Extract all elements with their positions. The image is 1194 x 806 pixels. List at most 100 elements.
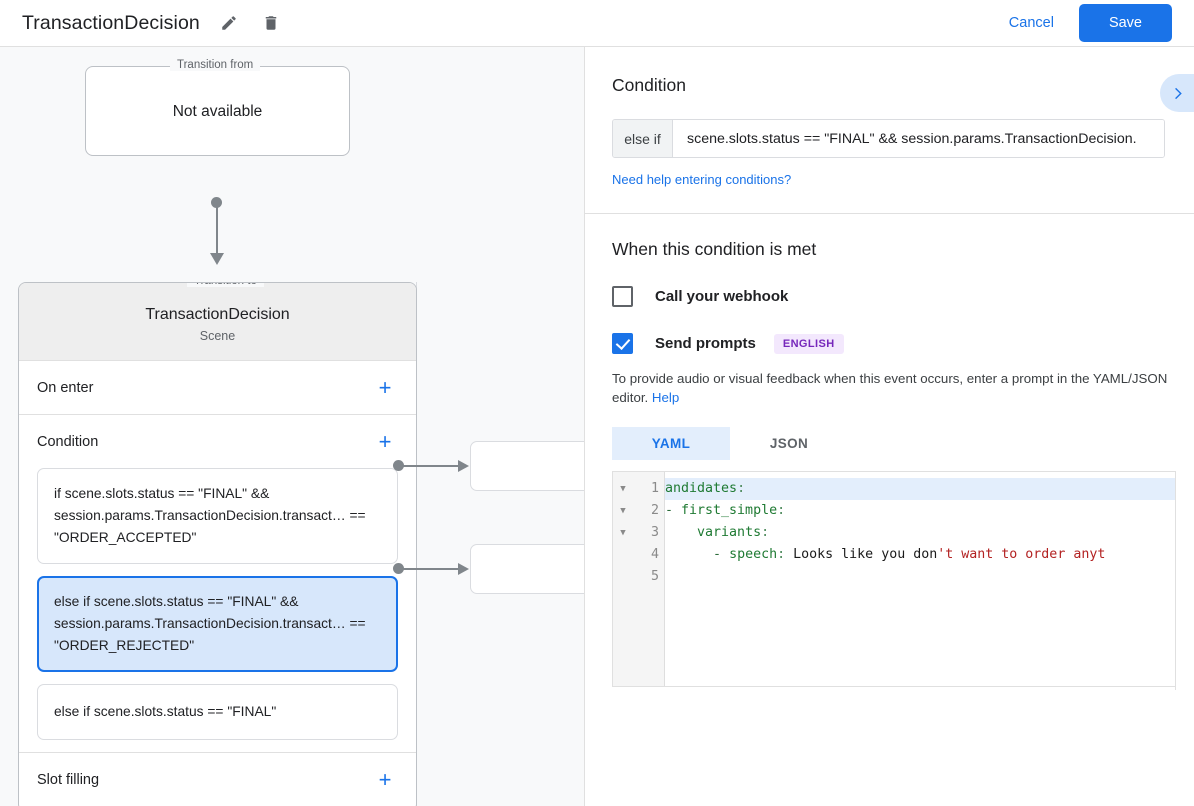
transition-to-subtitle: Scene	[199, 329, 236, 343]
code-token: first_simple	[681, 503, 778, 518]
prompts-help-link[interactable]: Help	[651, 390, 680, 405]
editor-fold-column: ▼ ▼ ▼	[613, 472, 633, 686]
code-token: :	[761, 525, 770, 540]
connector-line-from-to	[216, 202, 218, 257]
top-app-bar: TransactionDecision Cancel Save	[0, 0, 1194, 47]
condition-input-row: else if	[612, 119, 1165, 158]
webhook-row: Call your webhook	[612, 286, 1194, 307]
section-slot-filling-title: Slot filling	[37, 771, 100, 788]
condition-item-selected[interactable]: else if scene.slots.status == "FINAL" &&…	[37, 576, 398, 672]
code-token: :	[777, 547, 786, 562]
language-badge: ENGLISH	[773, 333, 844, 354]
section-on-enter-title: On enter	[37, 379, 94, 396]
condition-target-card-1[interactable]	[470, 441, 584, 491]
condition-heading: Condition	[612, 75, 686, 95]
condition-edge-dot-2	[393, 563, 404, 574]
code-token: -	[665, 503, 682, 518]
editor-code-area[interactable]: andidates:- first_simple: variants: - sp…	[665, 472, 1175, 686]
fold-arrow-icon[interactable]: ▼	[620, 506, 626, 516]
section-slot-filling: Slot filling + Slot validation	[19, 753, 416, 806]
condition-item[interactable]: else if scene.slots.status == "FINAL"	[37, 684, 398, 740]
transition-from-legend: Transition from	[170, 59, 261, 71]
detail-divider	[585, 213, 1194, 214]
add-on-enter-button[interactable]: +	[372, 375, 398, 401]
pencil-icon[interactable]	[214, 8, 244, 38]
transition-from-value: Not available	[172, 103, 263, 120]
code-token: andidates	[665, 481, 738, 496]
tab-yaml[interactable]: YAML	[612, 427, 730, 460]
line-number: 3	[650, 525, 659, 540]
line-number: 1	[650, 481, 659, 496]
pencil-icon-glyph	[222, 16, 236, 30]
code-token: :	[737, 481, 746, 496]
condition-prefix-label: else if	[613, 120, 673, 157]
prompts-description: To provide audio or visual feedback when…	[612, 369, 1172, 407]
add-slot-filling-button[interactable]: +	[372, 767, 398, 793]
code-token: Looks like you don	[785, 547, 938, 562]
condition-edge-dot-1	[393, 460, 404, 471]
code-line[interactable]: andidates:	[665, 478, 1175, 500]
condition-edge-arrow-1	[458, 460, 469, 472]
fold-arrow-icon[interactable]: ▼	[620, 528, 626, 538]
call-webhook-checkbox[interactable]	[612, 286, 633, 307]
send-prompts-label: Send prompts	[655, 335, 756, 352]
connector-arrowhead-to	[210, 253, 224, 265]
trash-icon[interactable]	[256, 8, 286, 38]
scene-graph-pane: Transition from Not available Transition…	[0, 47, 584, 806]
section-condition-title: Condition	[37, 433, 99, 450]
code-token: 't want to order anyt	[937, 547, 1106, 562]
condition-edge-line-1	[399, 465, 461, 467]
code-token	[665, 547, 713, 562]
condition-item[interactable]: if scene.slots.status == "FINAL" && sess…	[37, 468, 398, 564]
line-number: 2	[650, 503, 659, 518]
transition-to-title: TransactionDecision	[145, 306, 290, 323]
code-line[interactable]: - first_simple:	[665, 500, 1175, 522]
section-condition-header: Condition +	[37, 415, 398, 468]
save-button[interactable]: Save	[1078, 4, 1172, 42]
tab-json[interactable]: JSON	[769, 436, 809, 451]
call-webhook-label: Call your webhook	[655, 288, 789, 305]
cancel-button[interactable]: Cancel	[994, 6, 1069, 40]
editor-right-edge	[1175, 474, 1176, 690]
send-prompts-row: Send prompts ENGLISH	[612, 333, 1194, 354]
condition-actions: When this condition is met Call your web…	[585, 214, 1194, 687]
transition-to-card: Transition to TransactionDecision Scene …	[18, 282, 417, 806]
code-token: speech	[729, 547, 778, 562]
when-condition-met-heading: When this condition is met	[612, 239, 817, 259]
editor-format-tabs: YAML JSON	[612, 427, 1194, 460]
page-title: TransactionDecision	[22, 11, 200, 34]
section-on-enter: On enter +	[19, 361, 416, 415]
code-line[interactable]: variants:	[665, 522, 1175, 544]
condition-edge-arrow-2	[458, 563, 469, 575]
condition-editor-top: Condition else if Need help entering con…	[585, 47, 1194, 189]
trash-icon-glyph	[265, 16, 277, 30]
prompts-description-text: To provide audio or visual feedback when…	[612, 371, 1168, 405]
condition-target-card-2[interactable]	[470, 544, 584, 594]
pane-divider	[584, 47, 585, 806]
add-condition-button[interactable]: +	[372, 429, 398, 455]
code-token	[665, 525, 697, 540]
fold-arrow-icon[interactable]: ▼	[620, 484, 626, 494]
section-condition: Condition + if scene.slots.status == "FI…	[19, 415, 416, 753]
condition-detail-pane: Condition else if Need help entering con…	[585, 47, 1194, 806]
line-number: 4	[650, 547, 659, 562]
code-token: -	[713, 547, 730, 562]
transition-to-header[interactable]: TransactionDecision Scene	[19, 283, 416, 361]
code-line[interactable]: - speech: Looks like you don't want to o…	[665, 544, 1175, 566]
code-line[interactable]	[665, 566, 1175, 588]
condition-edge-line-2	[399, 568, 461, 570]
chevron-right-icon-glyph	[1174, 87, 1182, 99]
transition-to-legend: Transition to	[187, 283, 264, 287]
condition-help-link[interactable]: Need help entering conditions?	[612, 172, 792, 187]
send-prompts-checkbox[interactable]	[612, 333, 633, 354]
section-on-enter-header: On enter +	[37, 361, 398, 414]
editor-line-numbers: 1 2 3 4 5	[633, 472, 665, 686]
transition-from-card[interactable]: Transition from Not available	[85, 59, 350, 156]
condition-expression-input[interactable]	[673, 120, 1164, 157]
code-token: variants	[697, 525, 762, 540]
line-number: 5	[650, 569, 659, 584]
code-token: :	[777, 503, 786, 518]
chevron-right-icon[interactable]	[1160, 74, 1194, 112]
section-slot-filling-header: Slot filling +	[37, 753, 398, 806]
